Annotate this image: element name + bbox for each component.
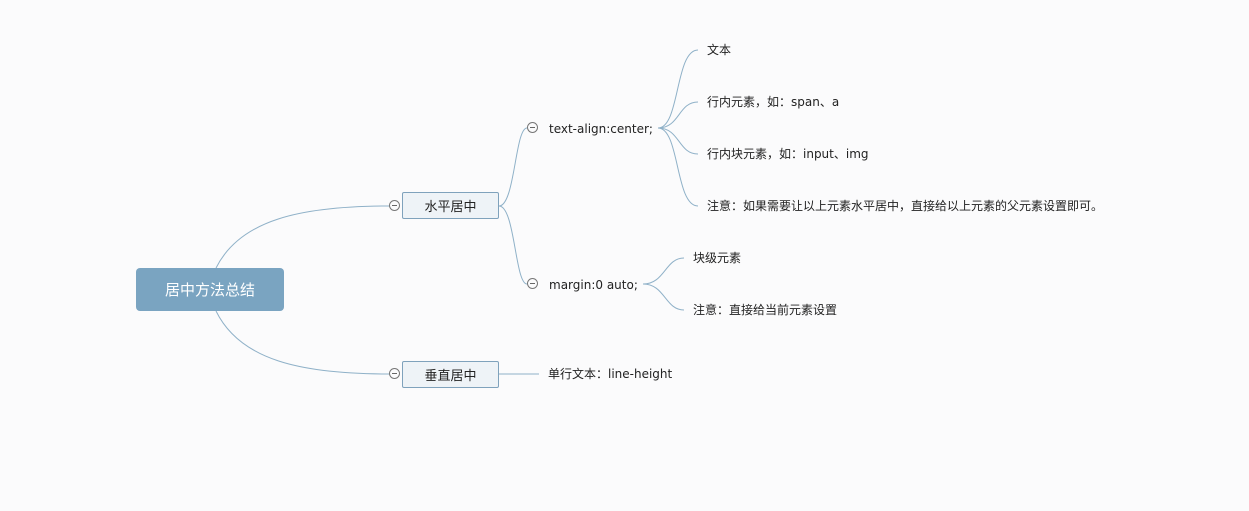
text-align-item-note[interactable]: 注意：如果需要让以上元素水平居中，直接给以上元素的父元素设置即可。 (707, 199, 1104, 213)
vertical-center-node[interactable]: 垂直居中 (402, 361, 499, 388)
text-align-item-text[interactable]: 文本 (707, 43, 732, 57)
margin-node[interactable]: margin:0 auto; (549, 278, 638, 292)
link-textalign-item-0 (657, 49, 699, 129)
root-node-label: 居中方法总结 (164, 281, 255, 299)
collapse-toggle-margin[interactable] (527, 278, 538, 289)
link-textalign-item-2 (657, 127, 699, 155)
margin-item-note[interactable]: 注意：直接给当前元素设置 (693, 303, 838, 317)
horizontal-center-node[interactable]: 水平居中 (402, 192, 499, 219)
link-horizontal-margin (498, 205, 528, 285)
margin-item-block[interactable]: 块级元素 (693, 251, 742, 265)
link-horizontal-textalign (498, 127, 528, 207)
link-textalign-item-3 (657, 127, 699, 207)
vertical-item-line-height[interactable]: 单行文本：line-height (548, 367, 673, 381)
horizontal-center-label: 水平居中 (424, 200, 477, 215)
link-root-vertical (215, 310, 391, 375)
collapse-toggle-text-align[interactable] (527, 122, 538, 133)
link-textalign-item-1 (657, 101, 699, 129)
text-align-item-inline[interactable]: 行内元素，如：span、a (707, 95, 840, 109)
link-margin-item-1 (642, 283, 685, 311)
link-root-horizontal (215, 205, 391, 269)
text-align-item-inline-block[interactable]: 行内块元素，如：input、img (707, 147, 869, 161)
text-align-node[interactable]: text-align:center; (549, 122, 653, 136)
collapse-toggle-horizontal[interactable] (389, 200, 400, 211)
collapse-toggle-vertical[interactable] (389, 368, 400, 379)
link-margin-item-0 (642, 257, 685, 285)
vertical-center-label: 垂直居中 (424, 369, 477, 384)
root-node[interactable]: 居中方法总结 (136, 268, 284, 311)
